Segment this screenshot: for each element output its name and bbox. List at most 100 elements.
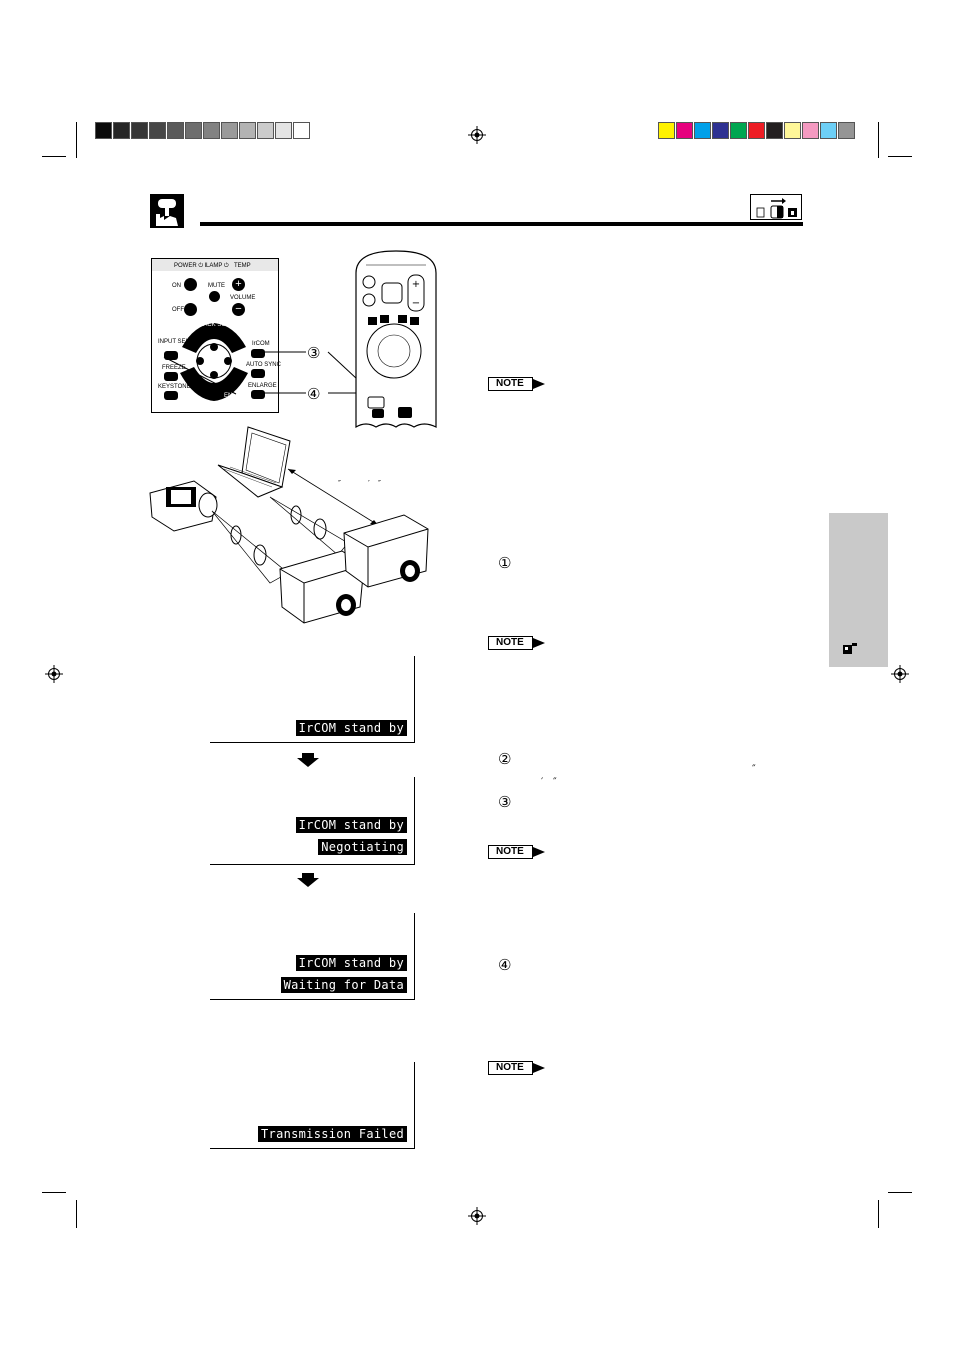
color-swatch: [658, 122, 675, 139]
gray-swatch: [239, 122, 256, 139]
svg-text:−: −: [412, 298, 420, 309]
crop-mark: [42, 156, 66, 157]
step-number: ④: [498, 956, 512, 974]
black-screen-label: BLACK SCREEN: [196, 322, 243, 328]
lamp-indicator-label: LAMP ⏻: [206, 263, 229, 269]
input-select-label: INPUT SELECT: [158, 339, 201, 345]
gray-swatch: [149, 122, 166, 139]
volume-label: VOLUME: [230, 295, 256, 301]
keystone-button[interactable]: [164, 391, 178, 400]
down-arrow-icon: [297, 873, 319, 887]
gray-swatch: [113, 122, 130, 139]
menu-label: MENU: [234, 326, 252, 332]
registration-mark-icon: [468, 1207, 486, 1225]
input-select-button[interactable]: [164, 351, 178, 360]
svg-text:+: +: [412, 279, 420, 290]
volume-down-button[interactable]: −: [232, 303, 245, 316]
note-label: NOTE: [488, 636, 546, 650]
color-swatch: [712, 122, 729, 139]
temp-indicator-label: TEMP: [234, 263, 251, 269]
note-text: NOTE: [496, 637, 524, 648]
quote-mark: ″: [553, 777, 557, 788]
auto-sync-button[interactable]: [251, 369, 265, 378]
on-button[interactable]: [184, 278, 197, 291]
note-text: NOTE: [496, 1062, 524, 1073]
color-swatch: [820, 122, 837, 139]
mute-label: MUTE: [208, 283, 225, 289]
header-rule: [200, 222, 803, 226]
step-number: ②: [498, 750, 512, 768]
ircom-label: IrCOM: [252, 341, 270, 347]
color-swatch: [784, 122, 801, 139]
off-button[interactable]: [184, 303, 197, 316]
quote-mark: ″: [338, 479, 341, 488]
down-arrow-icon: [297, 753, 319, 767]
callout-4: ④: [307, 385, 321, 403]
note-label: NOTE: [488, 377, 546, 391]
osd-screen-waiting: IrCOM stand by Waiting for Data: [210, 913, 415, 1000]
gray-swatch: [275, 122, 292, 139]
gray-swatch: [293, 122, 310, 139]
ircom-button[interactable]: [251, 349, 265, 358]
crop-mark: [878, 1200, 879, 1228]
projector-control-panel: POWER ⏻ Ⅰ LAMP ⏻ TEMP ON MUTE + VOLUME O…: [151, 258, 281, 413]
color-swatch: [748, 122, 765, 139]
osd-message: Negotiating: [318, 839, 407, 855]
note-text: NOTE: [496, 378, 524, 389]
freeze-button[interactable]: [164, 372, 178, 381]
note-label: NOTE: [488, 1061, 546, 1075]
pointer-hand-icon: [150, 194, 184, 228]
color-swatch: [730, 122, 747, 139]
osd-message: IrCOM stand by: [295, 720, 407, 736]
gray-swatch: [257, 122, 274, 139]
registration-mark-icon: [891, 665, 909, 683]
crop-mark: [888, 156, 912, 157]
quote-mark: ″: [752, 764, 756, 775]
registration-mark-icon: [45, 665, 63, 683]
color-swatch: [676, 122, 693, 139]
crop-mark: [76, 122, 77, 158]
gray-swatch: [95, 122, 112, 139]
color-swatch: [766, 122, 783, 139]
off-label: OFF: [172, 307, 184, 313]
crop-mark: [42, 1192, 66, 1193]
gray-swatch: [131, 122, 148, 139]
note-label: NOTE: [488, 845, 546, 859]
enter-label: ENTER: [224, 393, 245, 399]
registration-mark-icon: [468, 126, 486, 144]
power-indicator-label: POWER ⏻ Ⅰ: [174, 263, 207, 269]
crop-mark: [888, 1192, 912, 1193]
osd-message: Transmission Failed: [258, 1126, 407, 1142]
color-swatch: [802, 122, 819, 139]
freeze-label: FREEZE: [162, 365, 186, 371]
enlarge-label: ENLARGE: [248, 383, 277, 389]
step-number: ③: [498, 793, 512, 811]
gray-swatch: [185, 122, 202, 139]
gray-swatch: [167, 122, 184, 139]
gray-swatch: [203, 122, 220, 139]
callout-3: ③: [307, 344, 321, 362]
color-swatch: [694, 122, 711, 139]
ircom-transmission-illustration: [149, 426, 429, 624]
projector-icon: [843, 643, 857, 654]
mode-indicator-icon: [750, 194, 802, 220]
osd-screen-standby: IrCOM stand by: [210, 656, 415, 743]
volume-up-button[interactable]: +: [232, 278, 245, 291]
enlarge-button[interactable]: [251, 390, 265, 399]
auto-sync-label: AUTO SYNC: [246, 362, 281, 368]
side-tab: [829, 513, 888, 667]
quote-mark: ″: [378, 479, 381, 488]
color-swatch: [838, 122, 855, 139]
osd-message: IrCOM stand by: [295, 817, 407, 833]
mute-button[interactable]: [209, 291, 220, 302]
osd-message: Waiting for Data: [280, 977, 407, 993]
quote-mark: ′: [541, 777, 544, 788]
gray-swatch: [221, 122, 238, 139]
osd-message: IrCOM stand by: [295, 955, 407, 971]
step-number: ①: [498, 554, 512, 572]
on-label: ON: [172, 283, 181, 289]
quote-mark: ′: [368, 479, 370, 488]
menu-dial: [180, 323, 248, 401]
osd-screen-failed: Transmission Failed: [210, 1062, 415, 1149]
osd-screen-negotiating: IrCOM stand by Negotiating: [210, 777, 415, 865]
